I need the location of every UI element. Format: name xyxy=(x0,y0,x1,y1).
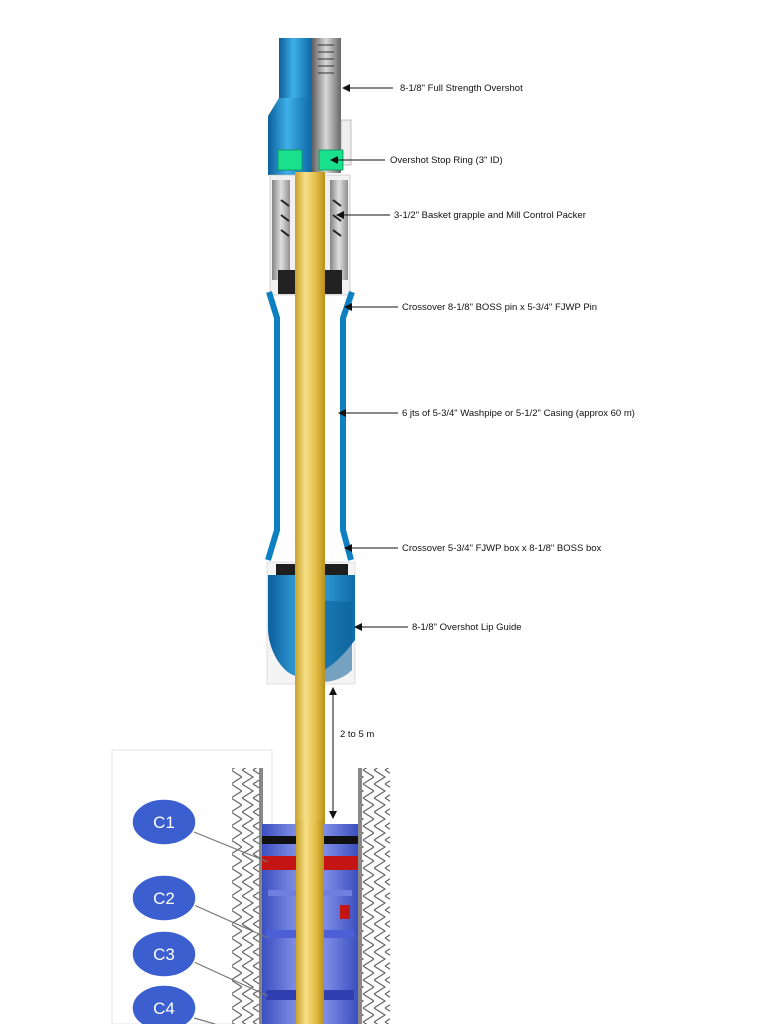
badge-c1: C1 xyxy=(131,798,197,846)
label-stop-ring: Overshot Stop Ring (3" ID) xyxy=(390,155,503,166)
dimension-label: 2 to 5 m xyxy=(340,729,374,740)
badge-c4: C4 xyxy=(131,984,197,1024)
label-overshot: 8-1/8" Full Strength Overshot xyxy=(400,83,523,94)
label-crossover-top: Crossover 8-1/8" BOSS pin x 5-3/4" FJWP … xyxy=(402,302,597,313)
callout-leaders xyxy=(330,84,408,631)
label-lip-guide: 8-1/8" Overshot Lip Guide xyxy=(412,622,522,633)
badge-c3: C3 xyxy=(131,930,197,978)
label-crossover-bottom: Crossover 5-3/4" FJWP box x 8-1/8" BOSS … xyxy=(402,543,602,554)
svg-text:C3: C3 xyxy=(153,945,175,964)
component-leaders xyxy=(193,831,269,1024)
badge-c2: C2 xyxy=(131,874,197,922)
label-grapple: 3-1/2" Basket grapple and Mill Control P… xyxy=(394,210,586,221)
svg-text:C4: C4 xyxy=(153,999,175,1018)
fish-pipe-lower xyxy=(296,820,324,1024)
label-washpipe: 6 jts of 5-3/4" Washpipe or 5-1/2" Casin… xyxy=(402,408,635,419)
svg-text:C1: C1 xyxy=(153,813,175,832)
overshot-stop-ring xyxy=(277,149,344,171)
svg-text:C2: C2 xyxy=(153,889,175,908)
